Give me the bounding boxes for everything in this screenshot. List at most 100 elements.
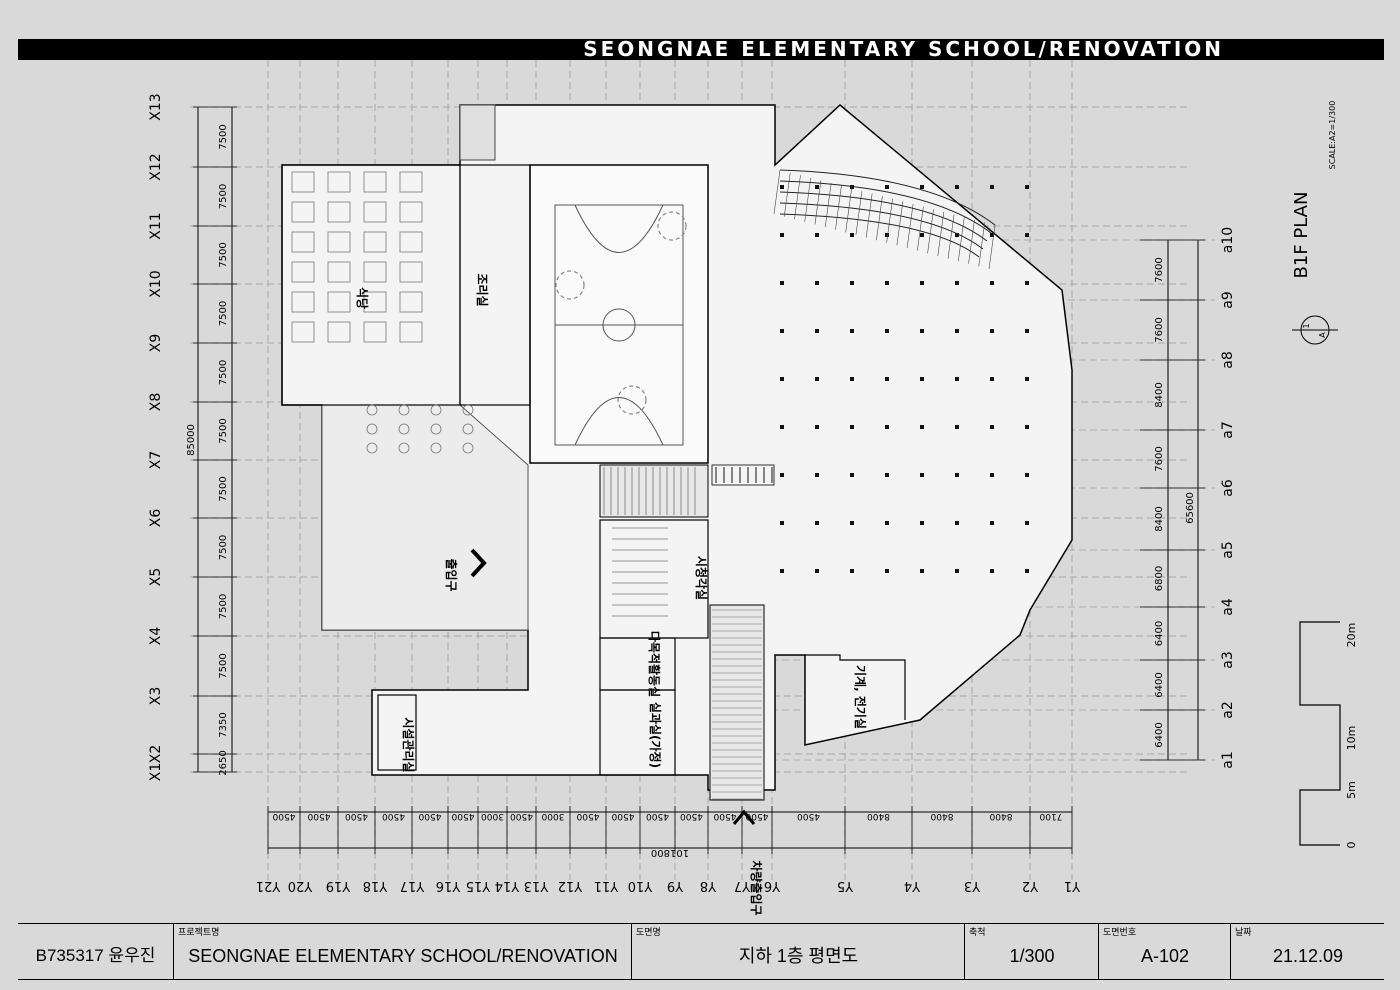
scale-bar-label: 0 bbox=[1345, 842, 1358, 849]
y-dimension: 4500 bbox=[382, 811, 405, 821]
column-dot bbox=[1025, 473, 1029, 477]
table-set bbox=[363, 171, 387, 193]
column-dot bbox=[850, 521, 854, 525]
scale-value: 1/300 bbox=[1009, 946, 1055, 966]
y-grid-label: Y14 bbox=[495, 878, 520, 893]
y-grid-label: Y2 bbox=[1022, 878, 1039, 893]
y-grid-label: Y3 bbox=[964, 878, 981, 893]
table-set bbox=[327, 291, 351, 313]
y-dimension: 3000 bbox=[481, 811, 504, 821]
y-grid-label: Y8 bbox=[700, 878, 717, 893]
drawing-label: 도면명 bbox=[636, 928, 661, 938]
curved-stair-tread bbox=[937, 211, 945, 256]
column-dot bbox=[990, 233, 994, 237]
scale-note: SCALE:A2=1/300 bbox=[1328, 101, 1337, 170]
y-dimension: 4500 bbox=[510, 811, 533, 821]
x-grid-label: X12 bbox=[148, 153, 164, 180]
column-dot bbox=[780, 233, 784, 237]
x-grid-label: X10 bbox=[148, 270, 164, 297]
round-table bbox=[366, 442, 378, 454]
column-dot bbox=[780, 281, 784, 285]
grid-labels: X13X12X11X10X9X8X7X6X5X4X3X2X1a10a9a8a7a… bbox=[148, 93, 1236, 893]
a-dimension: 8400 bbox=[1154, 506, 1165, 531]
column-dot bbox=[920, 377, 924, 381]
a-grid-label: a4 bbox=[1220, 598, 1236, 616]
y-dimension: 8400 bbox=[989, 811, 1012, 821]
court-center-circle bbox=[602, 308, 636, 342]
x-dimension: 7500 bbox=[218, 360, 229, 385]
column-dot bbox=[990, 425, 994, 429]
x-dimension: 7350 bbox=[218, 712, 229, 737]
drawing-number: A-102 bbox=[1140, 946, 1190, 966]
curved-stair-tread bbox=[855, 190, 863, 235]
x-grid-label: X5 bbox=[148, 568, 164, 587]
column-dot bbox=[955, 473, 959, 477]
a-grid-label: a3 bbox=[1220, 651, 1236, 669]
column-dot bbox=[1025, 185, 1029, 189]
scale-label: 축척 bbox=[969, 928, 986, 938]
column-dot bbox=[815, 329, 819, 333]
column-dot bbox=[780, 185, 784, 189]
column-dot bbox=[850, 473, 854, 477]
column-dot bbox=[850, 377, 854, 381]
curved-stair-tread bbox=[804, 177, 812, 222]
y-grid-label: Y9 bbox=[667, 878, 684, 893]
x-grid-label: X1 bbox=[148, 763, 164, 782]
y-dimension: 4500 bbox=[713, 811, 736, 821]
stair-shaft bbox=[459, 104, 496, 161]
round-table bbox=[462, 404, 474, 416]
table-set bbox=[327, 201, 351, 223]
y-grid-label: Y13 bbox=[524, 878, 549, 893]
mechanical-room-wall bbox=[805, 654, 906, 720]
round-table bbox=[366, 404, 378, 416]
column-dot bbox=[850, 425, 854, 429]
x-dimension: 7500 bbox=[218, 653, 229, 678]
number-label: 도면번호 bbox=[1103, 928, 1137, 938]
y-grid-label: Y7 bbox=[734, 878, 751, 893]
project-label: 프로젝트명 bbox=[178, 928, 220, 938]
table-set bbox=[399, 231, 423, 253]
number-cell: 도면번호 A-102 bbox=[1098, 924, 1231, 979]
crosswalk bbox=[711, 464, 775, 486]
column-dot bbox=[885, 473, 889, 477]
y-dimension: 7100 bbox=[1039, 811, 1062, 821]
title-block: B735317 윤우진 프로젝트명 SEONGNAE ELEMENTARY SC… bbox=[18, 923, 1384, 980]
column-dot bbox=[850, 185, 854, 189]
column-dot bbox=[885, 185, 889, 189]
round-table bbox=[398, 442, 410, 454]
curved-stair-tread bbox=[968, 219, 975, 264]
x-grid-label: X13 bbox=[148, 93, 164, 120]
round-table bbox=[398, 423, 410, 435]
project-cell: 프로젝트명 SEONGNAE ELEMENTARY SCHOOL/RENOVAT… bbox=[173, 924, 632, 979]
column-dot bbox=[1025, 569, 1029, 573]
practice-room-label: 실과실(가정) bbox=[648, 702, 663, 768]
a-grid-label: a7 bbox=[1220, 421, 1236, 439]
curved-stair-tread bbox=[947, 214, 955, 259]
x-dimension: 7500 bbox=[218, 301, 229, 326]
column-dot bbox=[955, 377, 959, 381]
curved-stair-tread bbox=[896, 201, 904, 246]
column-dot bbox=[990, 185, 994, 189]
court-key-bottom bbox=[574, 397, 664, 446]
curved-stair-line bbox=[779, 191, 988, 242]
y-dimension: 8400 bbox=[930, 811, 953, 821]
curved-stair-tread bbox=[917, 206, 924, 251]
column-dot bbox=[850, 233, 854, 237]
a-grid-label: a1 bbox=[1220, 751, 1236, 769]
column-dot bbox=[920, 329, 924, 333]
y-dimension: 4500 bbox=[797, 811, 820, 821]
table-set bbox=[327, 171, 351, 193]
x-dimension: 7500 bbox=[218, 594, 229, 619]
table-set bbox=[363, 261, 387, 283]
curved-stair-line bbox=[779, 180, 992, 234]
column-dot bbox=[815, 233, 819, 237]
drawing-cell: 도면명 지하 1층 평면도 bbox=[631, 924, 965, 979]
table-set bbox=[399, 171, 423, 193]
x-grid-label: X7 bbox=[148, 451, 164, 470]
table-set bbox=[363, 231, 387, 253]
multipurpose-label: 다목적활동실 bbox=[647, 631, 662, 697]
curved-stair-line bbox=[779, 213, 980, 258]
column-dot bbox=[1025, 281, 1029, 285]
scale-bar-label: 20m bbox=[1345, 623, 1358, 648]
